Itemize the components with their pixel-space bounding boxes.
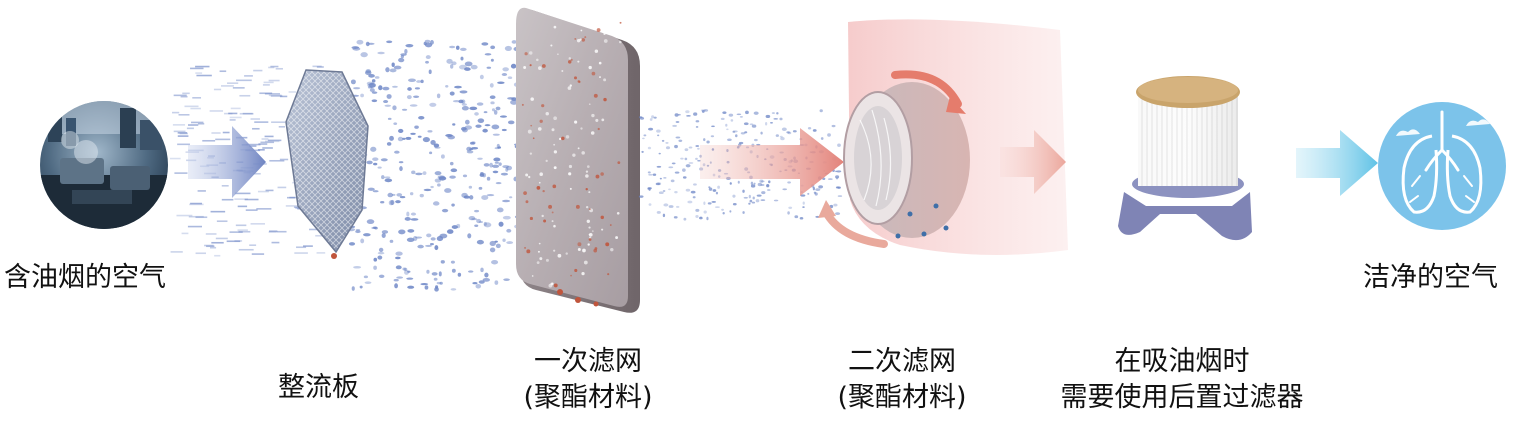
clean-air-arrow bbox=[1296, 130, 1378, 196]
airflow-arrow-2 bbox=[1000, 130, 1066, 194]
label-post-line1: 在吸油烟时 bbox=[1114, 346, 1250, 377]
label-secondary-filter: 二次滤网 (聚酯材料) bbox=[812, 344, 992, 416]
secondary-filter-ring bbox=[818, 70, 970, 248]
primary-filter-panel bbox=[516, 7, 640, 313]
lungs-icon bbox=[1378, 102, 1506, 230]
post-filter-cartridge bbox=[1118, 76, 1252, 241]
label-post-line2: 需要使用后置过滤器 bbox=[1060, 382, 1304, 413]
rectifier-plate bbox=[285, 69, 369, 259]
factory-photo-icon bbox=[40, 101, 168, 229]
label-secondary-line2: (聚酯材料) bbox=[837, 382, 967, 413]
label-clean-air: 洁净的空气 bbox=[1363, 262, 1498, 293]
mist-arrow bbox=[700, 128, 844, 196]
primary-filter-texture bbox=[521, 21, 622, 288]
label-rectifier: 整流板 bbox=[278, 372, 359, 403]
label-input-air: 含油烟的空气 bbox=[4, 262, 166, 293]
label-primary-filter: 一次滤网 (聚酯材料) bbox=[498, 344, 678, 416]
inflow-arrow bbox=[188, 126, 266, 198]
label-primary-line1: 一次滤网 bbox=[534, 346, 642, 377]
label-post-filter: 在吸油烟时 需要使用后置过滤器 bbox=[1036, 344, 1328, 416]
label-primary-line2: (聚酯材料) bbox=[523, 382, 653, 413]
oil-mist-particles bbox=[347, 39, 523, 292]
label-secondary-line1: 二次滤网 bbox=[848, 346, 956, 377]
